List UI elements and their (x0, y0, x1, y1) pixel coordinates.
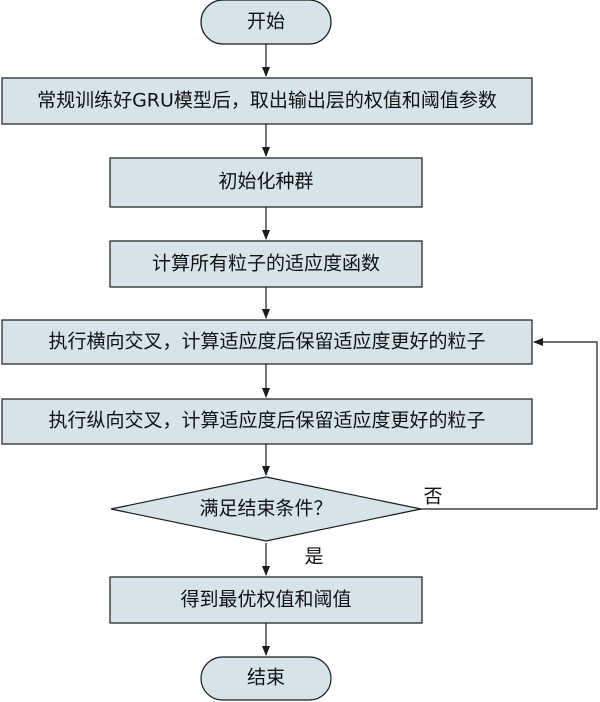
vertical-crossover-step-label: 执行纵向交叉，计算适应度后保留适应度更好的粒子 (48, 410, 485, 432)
fitness-step: 计算所有粒子的适应度函数 (109, 240, 423, 288)
edge-label-yes: 是 (304, 546, 323, 568)
start-node: 开始 (200, 0, 332, 45)
horizontal-crossover-step-label: 执行横向交叉，计算适应度后保留适应度更好的粒子 (48, 331, 485, 353)
init-population-step-label: 初始化种群 (218, 171, 313, 193)
horizontal-crossover-step: 执行横向交叉，计算适应度后保留适应度更好的粒子 (1, 319, 533, 365)
optimal-result-step: 得到最优权值和阈值 (109, 576, 423, 624)
edge-condition-loop-back (421, 338, 598, 510)
train-gru-step-label: 常规训练好GRU模型后，取出输出层的权值和阈值参数 (37, 90, 497, 112)
train-gru-step: 常规训练好GRU模型后，取出输出层的权值和阈值参数 (1, 77, 533, 125)
init-population-step: 初始化种群 (109, 157, 423, 208)
start-node-label: 开始 (247, 11, 285, 33)
end-condition-decision: 满足结束条件？ (110, 476, 422, 542)
vertical-crossover-step: 执行纵向交叉，计算适应度后保留适应度更好的粒子 (1, 398, 533, 445)
fitness-step-label: 计算所有粒子的适应度函数 (152, 253, 380, 275)
end-condition-decision-label: 满足结束条件？ (199, 498, 332, 520)
optimal-result-step-label: 得到最优权值和阈值 (180, 589, 351, 611)
end-node-label: 结束 (247, 667, 285, 689)
edge-label-no: 否 (423, 486, 442, 508)
end-node: 结束 (200, 656, 332, 701)
